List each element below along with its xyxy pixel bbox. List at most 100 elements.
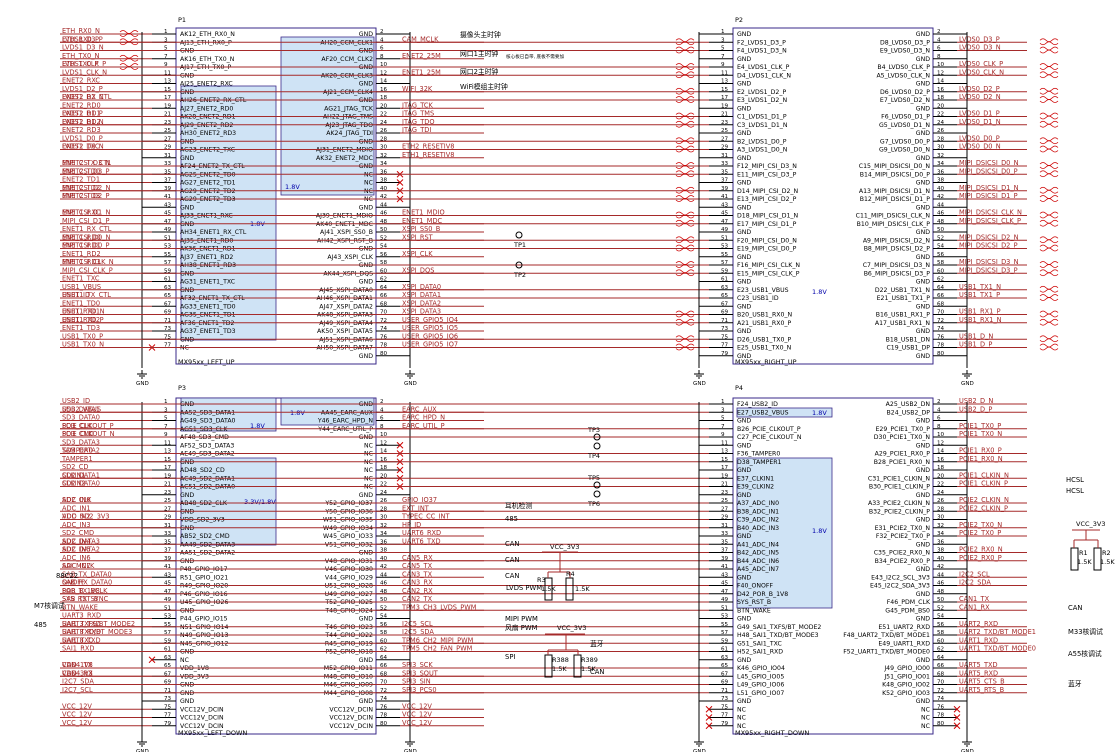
net-label: I2C2_SCL	[959, 570, 990, 578]
pin-number: 42	[380, 194, 387, 200]
tp6-icon	[593, 490, 601, 498]
pin-number: 77	[164, 343, 172, 349]
pin-signal: C3_LVDS1_D1_N	[737, 122, 788, 129]
pin-signal: GND	[916, 279, 930, 286]
net-label: SD3_DATA1	[62, 405, 100, 413]
pin-number: 49	[164, 227, 172, 233]
pin-number: 4	[937, 407, 941, 413]
note-net2-clock: 网口1主时钟	[460, 49, 499, 58]
note-camera-clock: 摄像头主时钟	[460, 30, 501, 39]
pin-number: 51	[721, 605, 729, 611]
pin-number: 69	[164, 310, 172, 316]
pin-signal: G49_SAI1_TXFS/BT_MODE2	[737, 624, 821, 631]
net-label: LVDS0_D3_P	[959, 35, 1000, 43]
connector-part-name: MX95xx_RIGHT_UP	[735, 358, 797, 366]
pin-number: 15	[164, 87, 172, 93]
voltage-label: 1.8V	[250, 422, 265, 430]
pin-signal: NC	[921, 723, 930, 730]
net-label: LVDS1_CLK_P	[62, 60, 106, 68]
pin-number: 34	[380, 161, 388, 167]
pin-signal: E23_USB1_VBUS	[737, 287, 789, 294]
pin-signal: VCC12V_DCIN	[329, 706, 373, 713]
pin-number: 67	[721, 671, 729, 677]
diff-pair-icon	[675, 46, 695, 54]
pin-signal: B4_LVDS0_CLK_P	[877, 64, 930, 71]
pin-number: 11	[164, 440, 172, 446]
pin-signal: B38_ADC_IN1	[737, 508, 779, 515]
pin-number: 7	[721, 54, 725, 60]
pin-number: 33	[164, 531, 172, 537]
net-label: ETH_TX0_N	[62, 52, 99, 60]
gnd-label: GND	[136, 381, 149, 387]
pin-number: 64	[380, 285, 388, 291]
net-label: MIPI_CSI_D1_P	[62, 217, 109, 225]
pin-number: 60	[937, 638, 945, 644]
pin-number: 40	[937, 556, 945, 562]
pin-number: 13	[164, 79, 172, 85]
net-label: ENET2_TD1	[62, 176, 100, 184]
gnd-label: GND	[404, 381, 417, 387]
pin-number: 17	[164, 465, 172, 471]
net-label: ETH2_RESETIV8	[402, 143, 454, 151]
net-label: UART5_CTS_B	[959, 678, 1005, 686]
pin-number: 72	[380, 318, 387, 324]
voltage-region	[180, 457, 277, 546]
pin-number: 23	[164, 120, 172, 126]
pin-number: 64	[380, 655, 388, 661]
net-label: VCC_12V	[62, 719, 92, 727]
net-label: PCIE_CLKOUT_P	[62, 422, 114, 430]
pin-number: 65	[164, 663, 172, 669]
pin-number: 10	[380, 62, 388, 68]
pin-signal: VCC12V_DCIN	[329, 715, 373, 722]
pin-signal: E29_PCIE1_TX0_P	[876, 426, 931, 433]
note-a55-debug: A55核调试	[1068, 649, 1102, 658]
net-label: XSPI_RST	[402, 233, 434, 241]
pin-signal: B2_LVDS1_D0_P	[737, 138, 787, 145]
pin-number: 39	[721, 556, 729, 562]
tp4-label: TP4	[587, 452, 600, 460]
pin-signal: F52_UART1_TXD/BT_MODE0	[843, 649, 930, 656]
net-label: I2C7_SDA	[62, 678, 94, 686]
pin-number: 53	[164, 614, 172, 620]
net-label: UART1_TXD/BT_MODE0	[959, 645, 1036, 653]
pin-number: 48	[937, 219, 945, 225]
net-label: VCC_12V	[62, 711, 92, 719]
pin-number: 15	[721, 457, 729, 463]
pin-signal: E31_PCIE2_TX0_N	[875, 525, 931, 532]
pin-number: 42	[937, 194, 944, 200]
pin-signal: GND	[916, 303, 930, 310]
net-label: USB1_TX1_P	[959, 291, 1000, 299]
pin-signal: NC	[737, 723, 746, 730]
pin-number: 62	[380, 277, 387, 283]
pin-number: 28	[380, 506, 388, 512]
diff-pair-icon	[1039, 120, 1059, 128]
pin-signal: GND	[737, 254, 751, 261]
net-label: ENET2_RD1	[62, 110, 101, 118]
pin-number: 54	[380, 614, 388, 620]
net-label: CLKIN2	[62, 480, 86, 488]
note-bluetooth-p4: 蓝牙	[1068, 679, 1082, 688]
pin-signal: C27_PCIE_CLKOUT_N	[737, 434, 802, 441]
note-core-board: 核心板已自带, 底板不需要加	[506, 53, 564, 60]
net-label: ENET2_TX_CTL	[62, 159, 111, 167]
pin-number: 59	[164, 638, 172, 644]
net-label: MIPI_DSICSI_D2_N	[959, 233, 1019, 241]
pin-number: 75	[164, 704, 172, 710]
net-label: CAN5_TX	[402, 562, 433, 570]
pin-number: 18	[937, 95, 945, 101]
diff-pair-icon	[1039, 87, 1059, 95]
